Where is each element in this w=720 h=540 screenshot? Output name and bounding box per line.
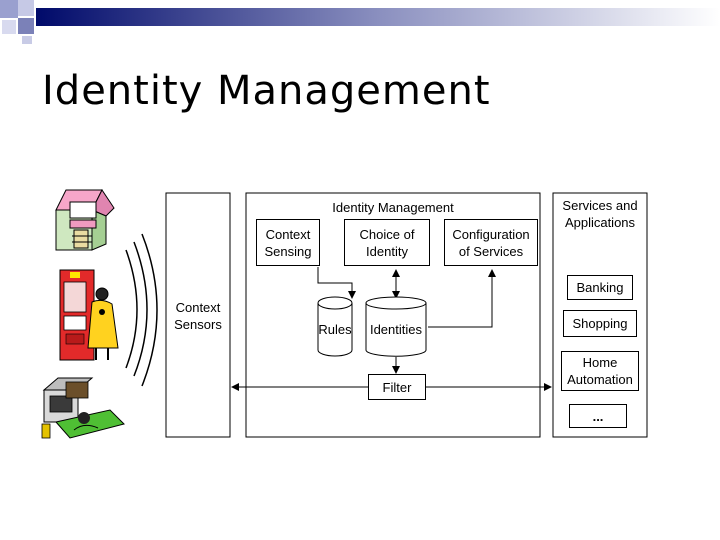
rules-cylinder: [317, 296, 353, 357]
signal-arc-2: [133, 241, 148, 377]
home-automation-label: Home Automation: [567, 355, 633, 387]
filter-box: Filter: [368, 374, 426, 400]
shop-icon: [55, 189, 115, 251]
more-services-box: ...: [569, 404, 627, 428]
vending-machine-person-icon: [59, 269, 119, 361]
home-tv-icon: [41, 377, 125, 439]
more-services-label: ...: [592, 408, 604, 424]
signal-arc-1: [125, 249, 138, 369]
page-title: Identity Management: [42, 68, 491, 114]
choice-of-identity-label: Choice of Identity: [359, 226, 415, 259]
identity-management-label: Identity Management: [332, 200, 454, 215]
context-sensing-label: Context Sensing: [264, 226, 312, 259]
configuration-of-services-label: Configuration of Services: [452, 226, 530, 259]
context-sensors-box: [165, 192, 231, 438]
services-and-applications-label: Services and Applications: [562, 198, 638, 230]
banking-box: Banking: [567, 275, 633, 300]
identities-cylinder: [365, 296, 427, 357]
banking-label: Banking: [576, 280, 624, 295]
identity-management-box: [245, 192, 541, 438]
signal-arc-3: [141, 233, 158, 387]
shopping-box: Shopping: [563, 310, 637, 337]
identities-label: Identities: [369, 322, 423, 337]
choice-of-identity-box: Choice of Identity: [344, 219, 430, 266]
shopping-label: Shopping: [572, 316, 628, 331]
home-automation-box: Home Automation: [561, 351, 639, 391]
context-sensors-label: Context Sensors: [174, 300, 222, 332]
configuration-of-services-box: Configuration of Services: [444, 219, 538, 266]
filter-label: Filter: [382, 379, 412, 395]
decorative-header-strip: [0, 0, 720, 44]
rules-label: Rules: [318, 322, 352, 337]
services-box: [552, 192, 648, 438]
context-sensing-box: Context Sensing: [256, 219, 320, 266]
